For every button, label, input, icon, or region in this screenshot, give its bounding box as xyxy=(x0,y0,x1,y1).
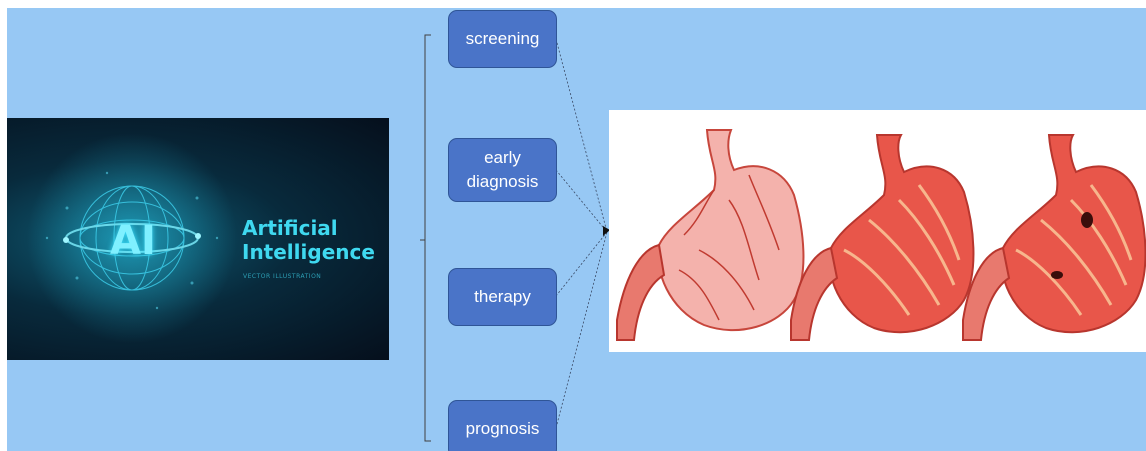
inflamed-stomach-image xyxy=(791,135,973,340)
stomach-illustration xyxy=(609,110,1146,352)
ulcer-spot xyxy=(1081,212,1093,228)
therapy-box: therapy xyxy=(448,268,557,326)
ulcer-spot xyxy=(1051,271,1063,279)
screening-box: screening xyxy=(448,10,557,68)
diagram-canvas: AI Artificial Intelligence VECTOR ILLUST… xyxy=(7,8,1146,451)
early-diagnosis-box: early diagnosis xyxy=(448,138,557,202)
connector-screening xyxy=(556,39,607,232)
bracket-line xyxy=(425,35,431,441)
prognosis-label: prognosis xyxy=(466,417,540,441)
connector-early-diagnosis xyxy=(556,170,607,232)
normal-stomach-image xyxy=(617,130,803,340)
prognosis-box: prognosis xyxy=(448,400,557,451)
ulcerated-stomach-image xyxy=(963,135,1145,340)
screening-label: screening xyxy=(466,27,540,51)
connector-prognosis xyxy=(556,232,607,428)
early-diagnosis-label: early diagnosis xyxy=(463,146,543,194)
therapy-label: therapy xyxy=(474,285,531,309)
connector-therapy xyxy=(556,232,607,296)
